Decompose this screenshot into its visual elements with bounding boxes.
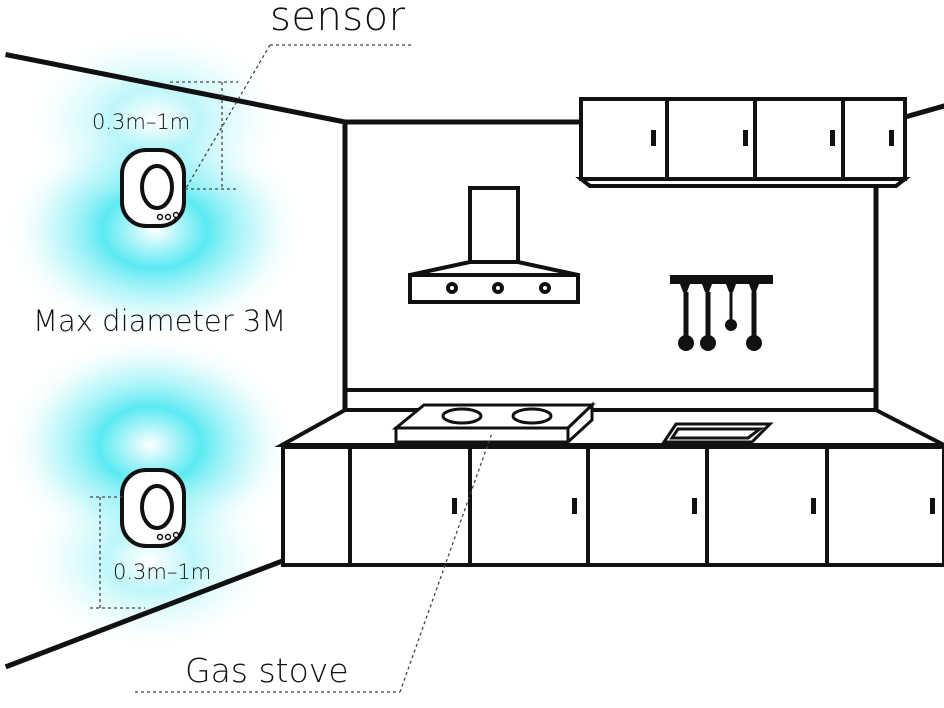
gas-stove: [391, 401, 596, 446]
room-walls: [4, 52, 944, 670]
utensil-rack: [670, 275, 773, 351]
lower-cabinets: [281, 445, 944, 567]
upper-cabinets: [575, 97, 911, 188]
sensor-label: sensor: [270, 0, 406, 40]
dimension-lines: [90, 81, 238, 609]
countertop: [274, 388, 944, 447]
detection-glow-bottom: [5, 335, 295, 650]
max-diameter-label: Max diameter 3M: [33, 304, 287, 338]
detection-glow-top: [5, 30, 305, 340]
sink: [661, 422, 774, 444]
gas-stove-leader-line: [135, 432, 493, 693]
top-sensor-device: [120, 148, 186, 228]
bottom-sensor-device: [120, 468, 186, 548]
top-mounting-range-label: 0.3m–1m: [92, 110, 191, 134]
range-hood: [408, 186, 580, 304]
sensor-leader-line: [184, 44, 412, 191]
gas-stove-label: Gas stove: [185, 651, 349, 690]
bottom-mounting-range-label: 0.3m–1m: [113, 560, 212, 584]
